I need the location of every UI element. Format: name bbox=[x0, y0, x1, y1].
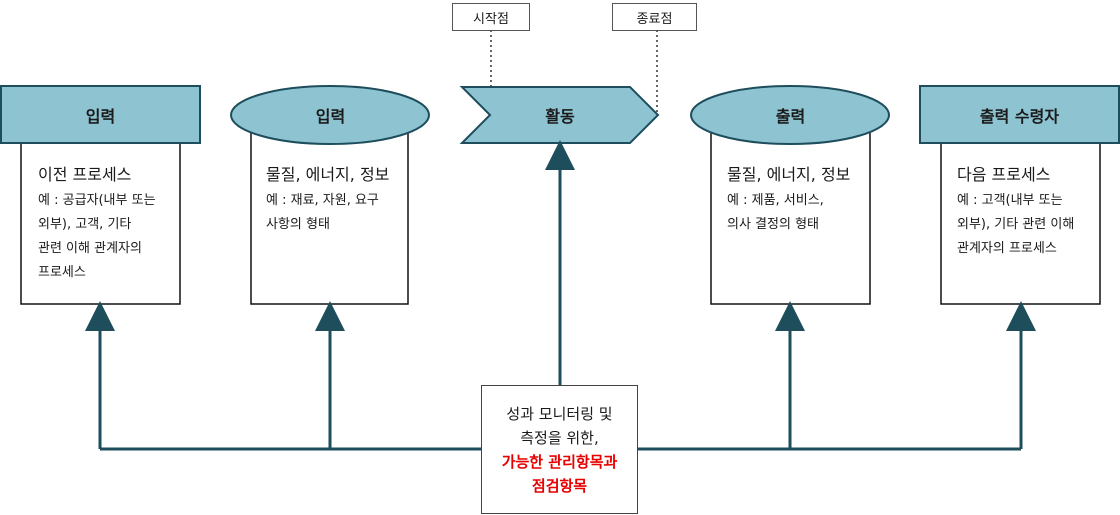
output-resources-body: 예 : 제품, 서비스, 의사 결정의 형태 bbox=[727, 189, 867, 237]
input-resources-body: 예 : 재료, 자원, 요구 사항의 형태 bbox=[266, 189, 406, 237]
card-output-resources bbox=[710, 129, 871, 305]
input-resources-line-2: 사항의 형태 bbox=[266, 217, 330, 232]
next-process-title: 다음 프로세스 bbox=[957, 165, 1051, 184]
next-process-text: 다음 프로세스 예 : 고객(내부 또는 외부), 기타 관련 이해 관계자의 … bbox=[957, 161, 1097, 261]
start-point-callout: 시작점 bbox=[452, 3, 530, 31]
header-output-ellipse bbox=[690, 85, 890, 145]
monitoring-highlight-1: 가능한 관리항목과 bbox=[501, 452, 618, 471]
next-process-line-3: 관계자의 프로세스 bbox=[957, 241, 1057, 256]
output-resources-title: 물질, 에너지, 정보 bbox=[727, 165, 851, 184]
input-resources-title: 물질, 에너지, 정보 bbox=[266, 165, 390, 184]
start-point-label: 시작점 bbox=[473, 11, 509, 27]
next-process-line-2: 외부), 기타 관련 이해 bbox=[957, 217, 1075, 232]
card-input-resources bbox=[250, 129, 409, 305]
header-input-2-label: 입력 bbox=[315, 106, 346, 126]
previous-process-line-3: 관련 이해 관계자의 bbox=[38, 241, 142, 256]
monitoring-line-2: 측정을 위한, bbox=[520, 428, 599, 447]
header-input-ellipse bbox=[230, 85, 430, 145]
header-input-rect bbox=[0, 85, 201, 144]
header-activity-label: 활동 bbox=[545, 106, 575, 126]
header-activity-chevron bbox=[459, 86, 660, 144]
header-recipient-rect bbox=[919, 85, 1120, 144]
header-output-label: 출력 bbox=[775, 106, 806, 126]
previous-process-title: 이전 프로세스 bbox=[38, 165, 132, 184]
previous-process-text: 이전 프로세스 예 : 공급자(내부 또는 외부), 고객, 기타 관련 이해 … bbox=[38, 161, 178, 285]
monitoring-line-1: 성과 모니터링 및 bbox=[506, 404, 613, 423]
end-point-label: 종료점 bbox=[636, 11, 673, 27]
input-resources-text: 물질, 에너지, 정보 예 : 재료, 자원, 요구 사항의 형태 bbox=[266, 161, 406, 237]
header-recipient-label: 출력 수령자 bbox=[979, 106, 1060, 126]
card-previous-process bbox=[20, 129, 181, 305]
next-process-body: 예 : 고객(내부 또는 외부), 기타 관련 이해 관계자의 프로세스 bbox=[957, 189, 1097, 261]
previous-process-body: 예 : 공급자(내부 또는 외부), 고객, 기타 관련 이해 관계자의 프로세… bbox=[38, 189, 178, 285]
output-resources-text: 물질, 에너지, 정보 예 : 제품, 서비스, 의사 결정의 형태 bbox=[727, 161, 867, 237]
previous-process-line-4: 프로세스 bbox=[38, 265, 86, 280]
output-resources-line-1: 예 : 제품, 서비스, bbox=[727, 193, 824, 208]
previous-process-line-2: 외부), 고객, 기타 bbox=[38, 217, 132, 232]
monitoring-box: 성과 모니터링 및 측정을 위한, 가능한 관리항목과 점검항목 bbox=[481, 385, 638, 514]
monitoring-highlight-2: 점검항목 bbox=[531, 476, 588, 495]
end-point-callout: 종료점 bbox=[612, 3, 697, 31]
output-resources-line-2: 의사 결정의 형태 bbox=[727, 217, 819, 232]
header-input-label: 입력 bbox=[85, 106, 116, 126]
next-process-line-1: 예 : 고객(내부 또는 bbox=[957, 193, 1063, 208]
previous-process-line-1: 예 : 공급자(내부 또는 bbox=[38, 193, 156, 208]
input-resources-line-1: 예 : 재료, 자원, 요구 bbox=[266, 193, 379, 208]
